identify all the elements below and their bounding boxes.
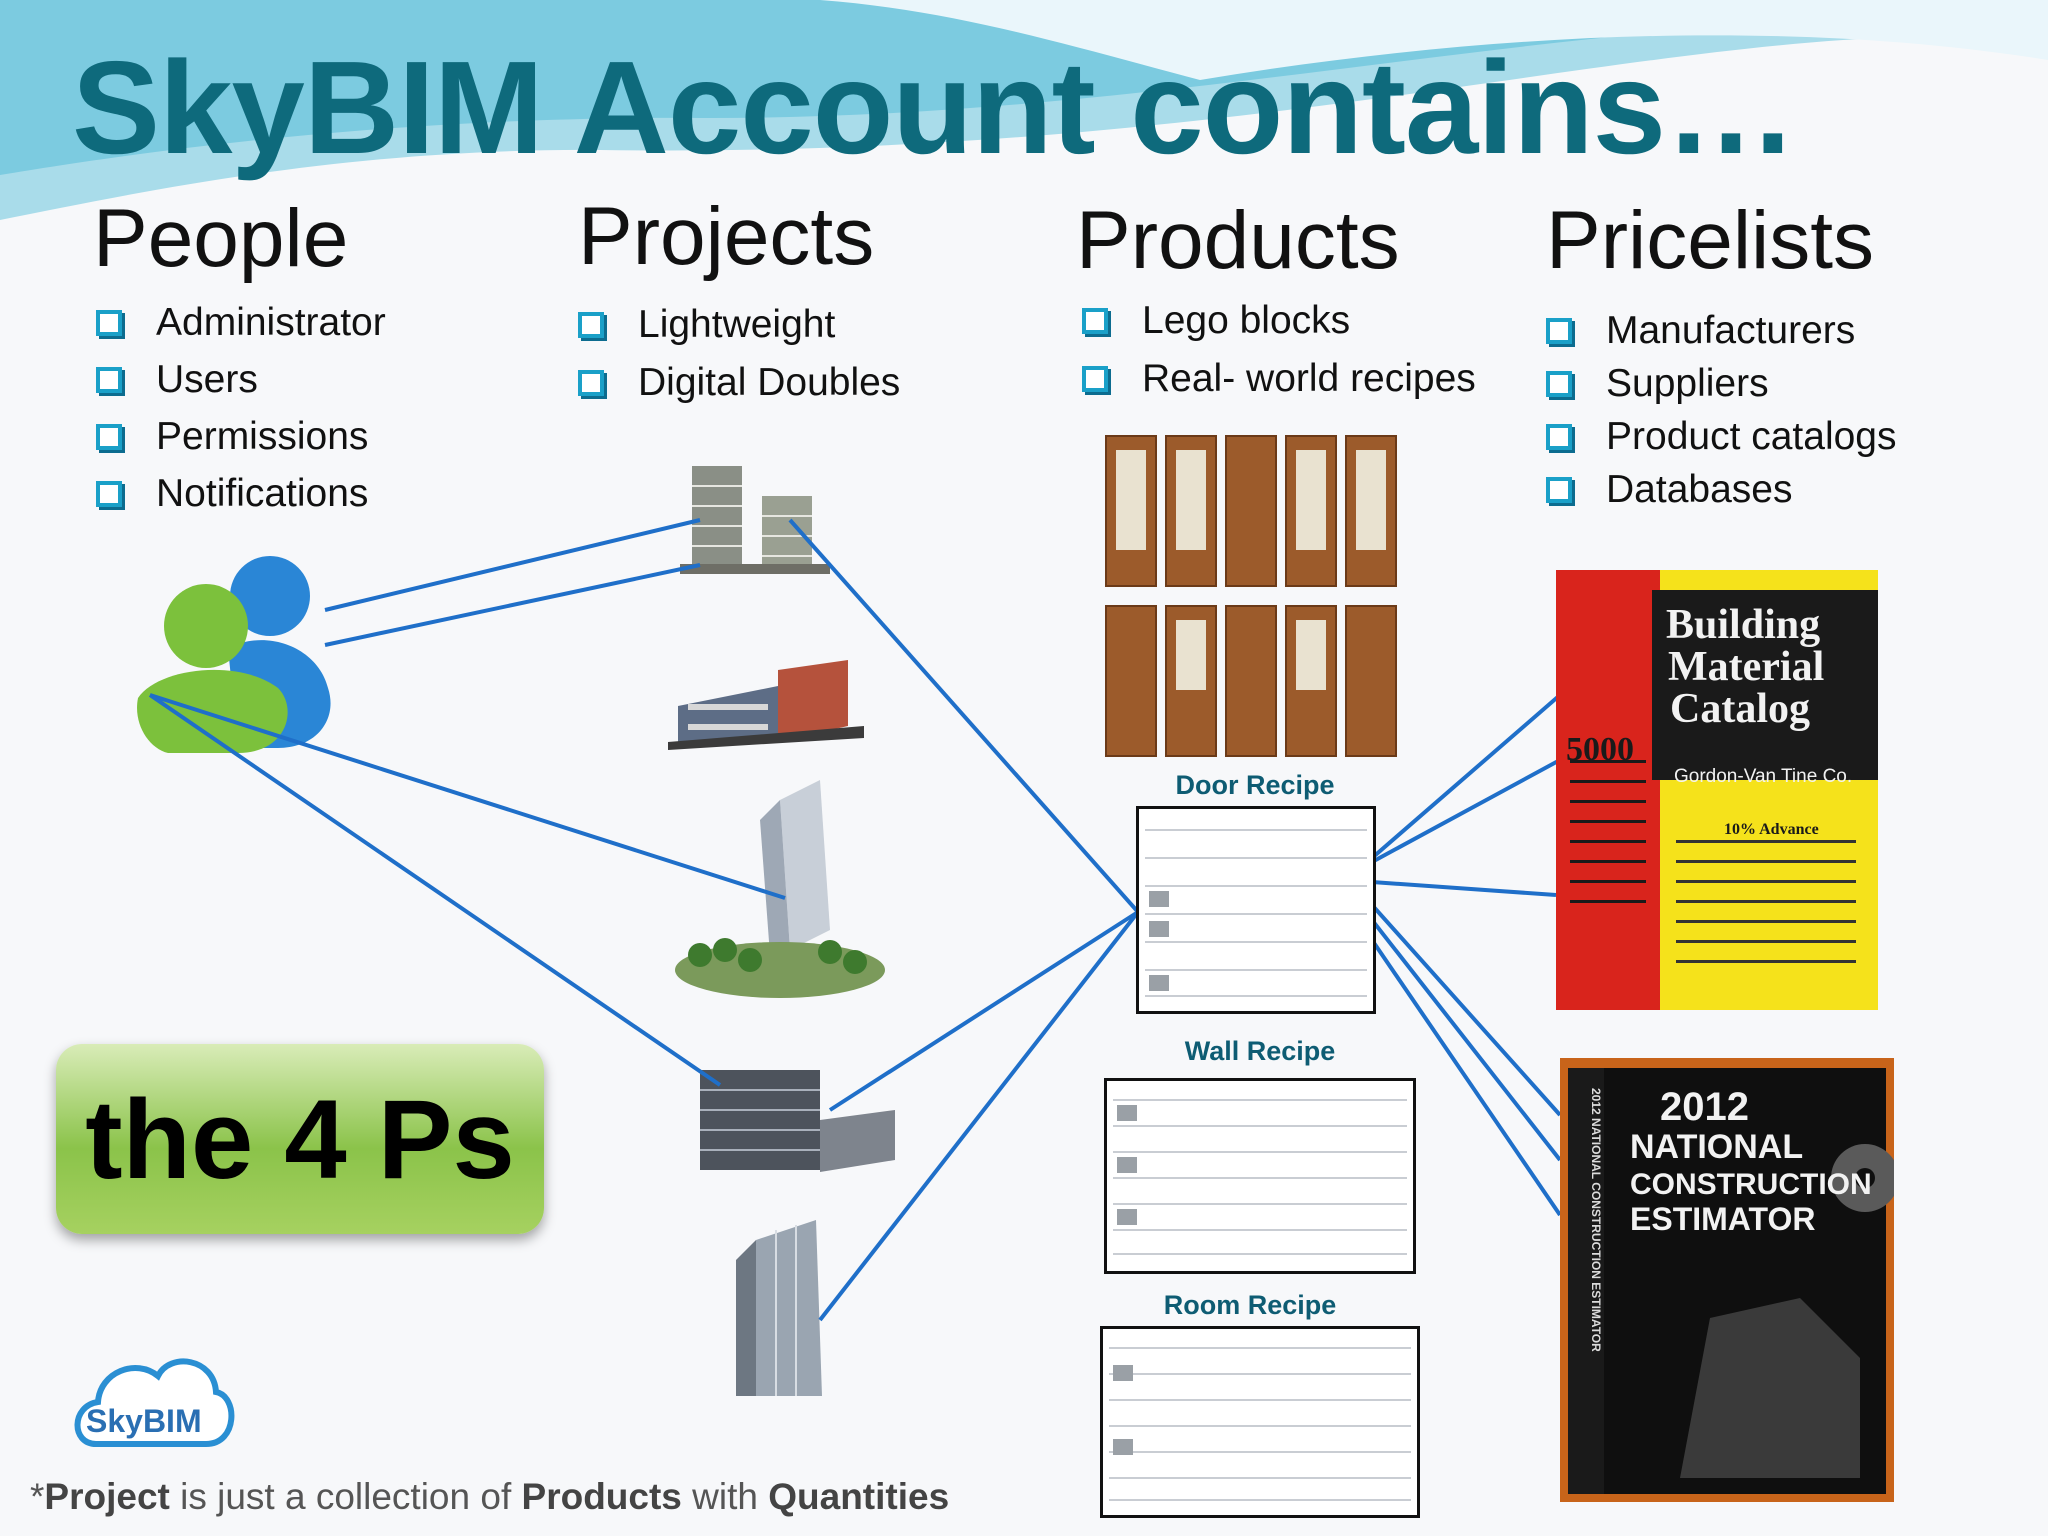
room-recipe-label: Room Recipe [1163,1290,1337,1320]
page-title: SkyBIM Account contains… [72,34,1797,181]
wall-recipe-label: Wall Recipe [1184,1036,1336,1066]
checkbox-bullet-icon [96,480,122,507]
tower-model-icon [675,780,885,998]
door-recipe-sheet [1136,806,1376,1014]
list-item: Users [96,351,386,408]
list-item: Real- world recipes [1082,350,1476,408]
products-heading: Products [1076,195,1400,286]
badge-label: the 4 Ps [85,1076,515,1202]
list-item: Databases [1546,463,1897,516]
four-ps-badge: the 4 Ps [56,1044,544,1234]
national-construction-estimator-book: 2012 NATIONAL CONSTRUCTION ESTIMATOR 201… [1560,1058,1894,1502]
list-item: Notifications [96,465,386,522]
skybim-logo: SkyBIM [74,1358,235,1447]
book1-side-number: 5000 [1566,731,1634,768]
footnote: *Project is just a collection of Product… [30,1476,950,1517]
list-item: Administrator [96,294,386,351]
wall-recipe-sheet [1104,1078,1416,1274]
people-heading: People [93,193,349,284]
building-section-icon [668,660,864,750]
pricelists-list: Manufacturers Suppliers Product catalogs… [1546,304,1897,516]
checkbox-bullet-icon [578,370,604,396]
logo-text: SkyBIM [86,1403,202,1439]
book1-publisher: Gordon-Van Tine Co. [1674,766,1852,787]
projects-list: Lightweight Digital Doubles [578,296,900,412]
campus-model-icon [700,1070,895,1172]
list-item: Lightweight [578,296,900,354]
checkbox-bullet-icon [96,309,122,336]
building-material-catalog-book: Building Material Catalog Gordon-Van Tin… [1556,570,1878,1010]
list-item: Lego blocks [1082,292,1476,350]
list-item: Permissions [96,408,386,465]
list-item: Product catalogs [1546,410,1897,463]
list-item: Manufacturers [1546,304,1897,357]
header-swoosh [0,0,2048,220]
building-model-icon [680,466,830,574]
door-recipe-label: Door Recipe [1175,770,1335,800]
list-item: Suppliers [1546,357,1897,410]
products-list: Lego blocks Real- world recipes [1082,292,1476,408]
checkbox-bullet-icon [96,423,122,450]
people-list: Administrator Users Permissions Notifica… [96,294,386,522]
checkbox-bullet-icon [96,366,122,393]
list-item: Digital Doubles [578,354,900,412]
room-recipe-sheet [1100,1326,1420,1518]
book2-spine: 2012 NATIONAL CONSTRUCTION ESTIMATOR [1589,1088,1603,1352]
book2-year: 2012 [1660,1085,1749,1129]
book2-title-1: NATIONAL [1630,1128,1803,1166]
book1-title-1: Building [1666,602,1820,648]
checkbox-bullet-icon [578,312,604,338]
skyscraper-model-icon [736,1220,822,1396]
checkbox-bullet-icon [1546,423,1572,450]
checkbox-bullet-icon [1546,370,1572,397]
book2-title-2: CONSTRUCTION [1630,1168,1872,1201]
pricelists-heading: Pricelists [1546,195,1875,286]
projects-heading: Projects [578,191,875,282]
doors-image [1105,435,1397,757]
checkbox-bullet-icon [1546,476,1572,503]
book1-title-2: Material [1668,644,1824,690]
book1-title-3: Catalog [1670,686,1810,732]
checkbox-bullet-icon [1082,308,1108,334]
people-icon [137,556,331,753]
checkbox-bullet-icon [1546,317,1572,344]
book1-note: 10% Advance [1724,821,1819,838]
book2-title-3: ESTIMATOR [1630,1201,1815,1237]
checkbox-bullet-icon [1082,366,1108,392]
